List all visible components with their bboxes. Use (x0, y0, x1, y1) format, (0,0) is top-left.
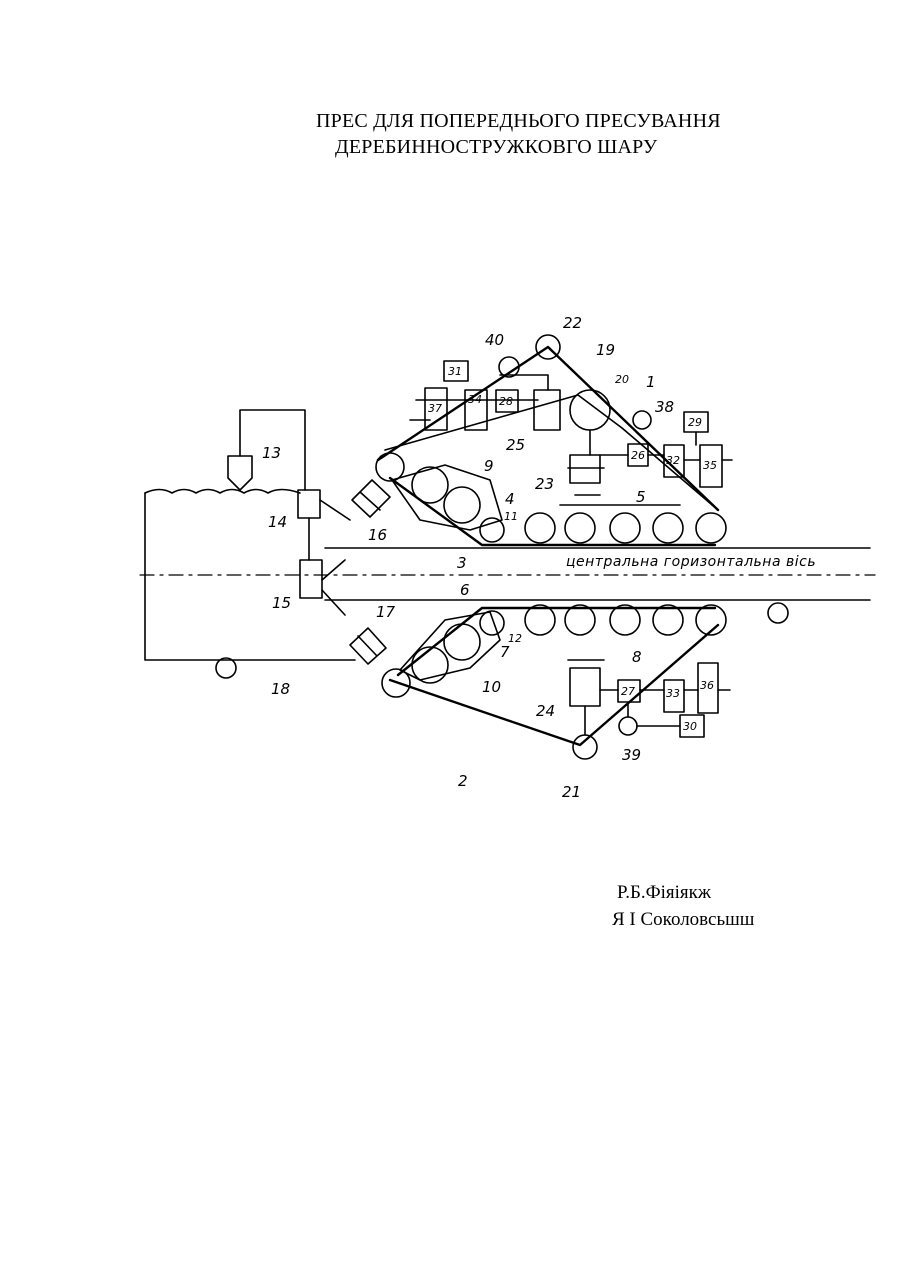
label-24: 24 (536, 702, 555, 720)
label-11: 11 (504, 510, 518, 523)
lower-plate (400, 612, 500, 680)
label-28: 28 (499, 395, 513, 408)
label-21: 21 (562, 783, 581, 801)
label-22: 22 (563, 314, 582, 332)
label-32: 32 (666, 454, 680, 467)
label-18: 18 (271, 680, 290, 698)
label-37: 37 (428, 402, 442, 415)
cylinder-23 (570, 455, 600, 483)
label-14: 14 (268, 513, 287, 531)
label-27: 27 (621, 685, 635, 698)
label-1: 1 (646, 373, 656, 391)
label-10: 10 (482, 678, 501, 696)
unit-17 (350, 628, 386, 664)
label-35: 35 (703, 459, 717, 472)
upper-roller-row (525, 513, 726, 543)
roller-4 (480, 518, 504, 542)
block-upper-cyl (534, 390, 560, 430)
dispenser-13 (228, 456, 252, 490)
label-30: 30 (683, 720, 697, 733)
chip-layer-outline (145, 493, 355, 660)
label-12: 12 (508, 632, 522, 645)
label-40: 40 (485, 331, 504, 349)
label-13: 13 (262, 444, 281, 462)
label-39: 39 (622, 746, 641, 764)
author-1: Р.Б.Фіяіякж (617, 882, 711, 904)
roller-upper-left (376, 453, 404, 481)
roller-7 (480, 611, 504, 635)
label-23: 23 (535, 475, 554, 493)
label-20: 20 (615, 373, 629, 386)
unit-16 (352, 480, 390, 517)
label-9: 9 (484, 457, 494, 475)
label-17: 17 (376, 603, 396, 621)
label-6: 6 (460, 581, 470, 599)
axis-label: центральна горизонтальна вісь (566, 554, 816, 570)
roller-exit (768, 603, 788, 623)
label-8: 8 (632, 648, 642, 666)
label-34: 34 (468, 393, 482, 406)
cylinder-24 (570, 668, 600, 706)
label-15: 15 (272, 594, 291, 612)
label-33: 33 (666, 687, 680, 700)
roller-upper-big (570, 390, 610, 430)
label-7: 7 (500, 643, 510, 661)
label-26: 26 (631, 449, 645, 462)
block-15 (300, 560, 322, 598)
block-14 (298, 490, 320, 518)
label-25: 25 (506, 436, 525, 454)
sensor-38 (633, 411, 651, 429)
label-5: 5 (636, 488, 646, 506)
label-16: 16 (368, 526, 387, 544)
chip-layer-surface (145, 490, 300, 494)
label-19: 19 (596, 341, 615, 359)
label-2: 2 (458, 772, 468, 790)
roller-inlet (216, 658, 236, 678)
roller-21 (573, 735, 597, 759)
label-38: 38 (655, 398, 674, 416)
label-29: 29 (688, 416, 702, 429)
label-36: 36 (700, 679, 714, 692)
label-4: 4 (505, 490, 515, 508)
lower-belt-2 (390, 608, 718, 745)
author-2: Я І Соколовсьшш (612, 909, 754, 931)
sensor-39 (619, 717, 637, 735)
label-31: 31 (448, 365, 462, 378)
lower-roller-row (525, 605, 726, 635)
callout-labels: 1 2 3 4 5 6 7 8 9 10 11 12 13 14 15 16 1… (262, 314, 816, 801)
label-3: 3 (457, 554, 467, 572)
